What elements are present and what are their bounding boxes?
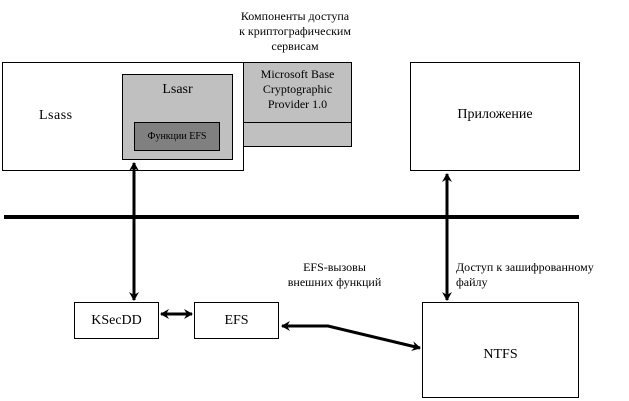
efs-calls-caption: EFS-вызовы внешних функций [272, 260, 397, 290]
crypto-line-3: Provider 1.0 [267, 97, 328, 111]
ntfs-box: NTFS [422, 302, 579, 398]
crypto-caption-line-2: к криптографическим [239, 24, 351, 38]
ksecdd-label: KSecDD [91, 312, 142, 328]
efs-functions-box: Функции EFS [134, 122, 220, 151]
crypto-provider-box: Microsoft Base Cryptographic Provider 1.… [243, 62, 352, 147]
efs-calls-line-2: внешних функций [287, 275, 382, 289]
application-box: Приложение [410, 62, 580, 171]
lsasr-label: Lsasr [162, 82, 193, 97]
efs-calls-line-1: EFS-вызовы [303, 260, 366, 274]
efs-driver-label: EFS [224, 312, 249, 328]
arrow-efs-ntfs [281, 321, 421, 352]
encrypted-access-caption: Доступ к зашифрованному файлу [456, 260, 594, 290]
crypto-line-1: Microsoft Base [260, 67, 335, 81]
crypto-caption-line-3: сервисам [271, 39, 319, 53]
crypto-caption-line-1: Компоненты доступа [240, 9, 350, 23]
lsass-label: Lsass [39, 107, 73, 123]
efs-driver-box: EFS [194, 302, 279, 339]
crypto-line-2: Cryptographic [262, 82, 333, 96]
efs-functions-label: Функции EFS [147, 131, 207, 142]
ntfs-label: NTFS [483, 347, 518, 362]
ksecdd-box: KSecDD [74, 302, 159, 339]
encrypted-access-line-1: Доступ к зашифрованному [456, 260, 594, 274]
crypto-services-caption: Компоненты доступа к криптографическим с… [225, 9, 365, 54]
encrypted-access-line-2: файлу [456, 275, 488, 289]
application-label: Приложение [457, 106, 533, 122]
crypto-provider-name: Microsoft Base Cryptographic Provider 1.… [244, 63, 351, 123]
